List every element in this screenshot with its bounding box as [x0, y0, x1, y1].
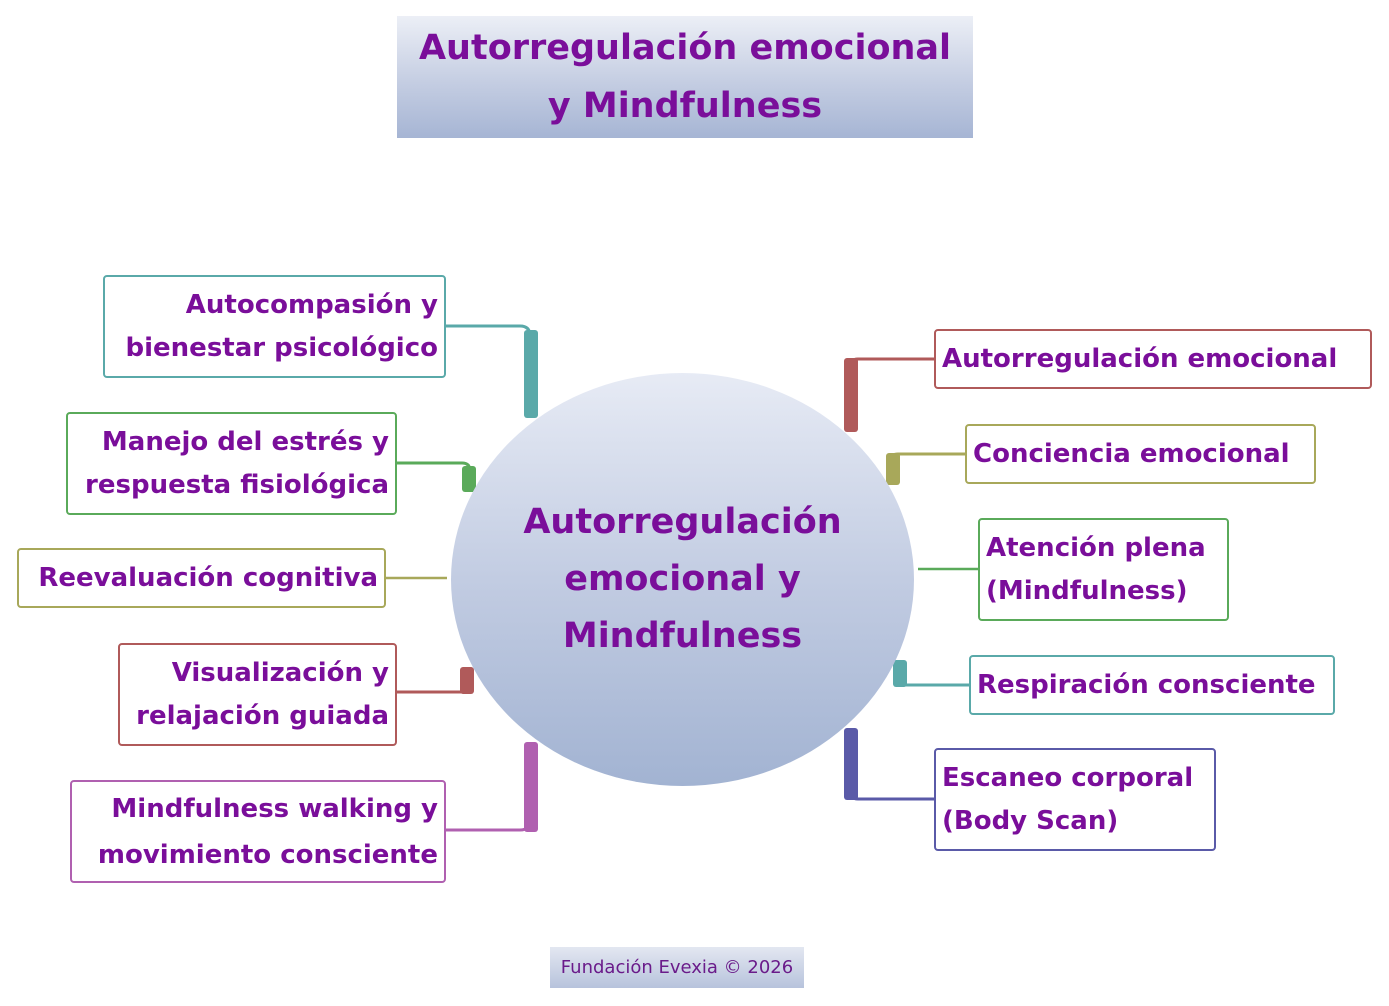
- node-mindfulness-walking-text: Mindfulness walking y movimiento conscie…: [97, 793, 438, 870]
- connector-left-1-bar: [524, 330, 538, 418]
- node-respiracion: Respiración consciente: [969, 655, 1335, 715]
- connector-left-1: [446, 324, 532, 418]
- center-node-text: Autorregulación emocional y Mindfulness: [523, 502, 842, 656]
- node-visualizacion: Visualización y relajación guiada: [118, 643, 397, 746]
- node-reevaluacion-text: Reevaluación cognitiva: [38, 562, 378, 593]
- footer-credit-text: Fundación Evexia © 2026: [560, 957, 794, 978]
- diagram-title: Autorregulación emocional y Mindfulness: [397, 16, 973, 138]
- node-respiracion-text: Respiración consciente: [977, 669, 1316, 700]
- node-autorregulacion-text: Autorregulación emocional: [942, 343, 1338, 374]
- connector-right-5: [848, 728, 934, 801]
- diagram-title-text: Autorregulación emocional y Mindfulness: [418, 28, 952, 126]
- node-visualizacion-text: Visualización y relajación guiada: [136, 657, 389, 731]
- connector-right-2-bar: [886, 453, 900, 485]
- node-manejo-estres: Manejo del estrés y respuesta fisiológic…: [66, 412, 397, 515]
- connector-left-2-bar: [462, 466, 476, 492]
- node-autocompasion-text: Autocompasión y bienestar psicológico: [125, 289, 438, 363]
- node-mindfulness-walking: Mindfulness walking y movimiento conscie…: [70, 780, 446, 883]
- connector-right-1-bar: [844, 358, 858, 432]
- connector-left-5-bar: [524, 742, 538, 832]
- node-conciencia-text: Conciencia emocional: [973, 438, 1290, 469]
- connector-right-2: [888, 452, 965, 485]
- node-atencion-plena-text: Atención plena (Mindfulness): [986, 532, 1206, 606]
- connector-right-1: [848, 357, 934, 432]
- footer-credit: Fundación Evexia © 2026: [550, 947, 804, 988]
- node-manejo-estres-text: Manejo del estrés y respuesta fisiológic…: [85, 426, 389, 500]
- connector-right-4-bar: [893, 660, 907, 687]
- node-autorregulacion: Autorregulación emocional: [934, 329, 1372, 389]
- node-autocompasion: Autocompasión y bienestar psicológico: [103, 275, 446, 378]
- center-node: Autorregulación emocional y Mindfulness: [451, 373, 914, 786]
- connector-left-4-bar: [460, 667, 474, 694]
- node-escaneo-corporal: Escaneo corporal (Body Scan): [934, 748, 1216, 851]
- node-conciencia: Conciencia emocional: [965, 424, 1316, 484]
- connector-left-2: [397, 461, 472, 492]
- connector-left-4: [397, 667, 472, 694]
- connector-right-5-bar: [844, 728, 858, 800]
- node-atencion-plena: Atención plena (Mindfulness): [978, 518, 1229, 621]
- connector-left-5: [446, 742, 532, 832]
- node-escaneo-corporal-text: Escaneo corporal (Body Scan): [942, 762, 1194, 836]
- node-reevaluacion: Reevaluación cognitiva: [17, 548, 386, 608]
